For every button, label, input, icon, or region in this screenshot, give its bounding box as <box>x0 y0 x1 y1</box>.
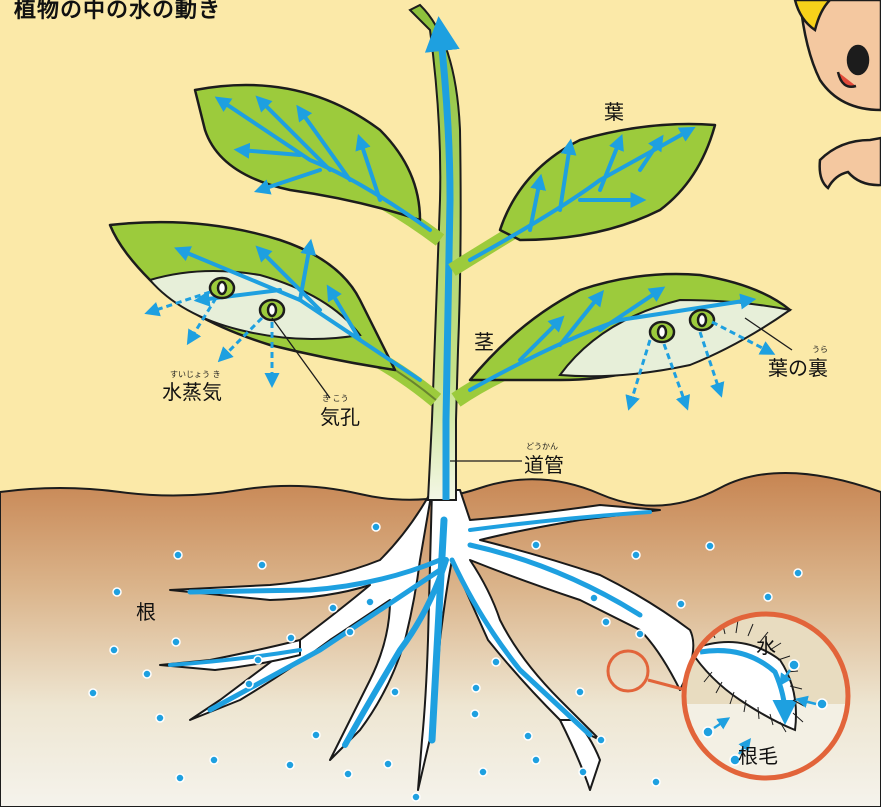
label-vessel: 道管 <box>524 449 564 478</box>
label-water: 水 <box>756 630 776 659</box>
label-leaf-underside: 葉の裏 <box>768 352 828 381</box>
label-stem: 茎 <box>474 326 494 355</box>
diagram-title: 植物の中の水の動き <box>14 0 221 24</box>
label-stoma: 気孔 <box>320 401 360 430</box>
label-root: 根 <box>136 596 156 625</box>
label-water-vapor: 水蒸気 <box>162 376 222 405</box>
label-root-hair: 根毛 <box>738 740 778 769</box>
label-leaf: 葉 <box>604 96 624 125</box>
